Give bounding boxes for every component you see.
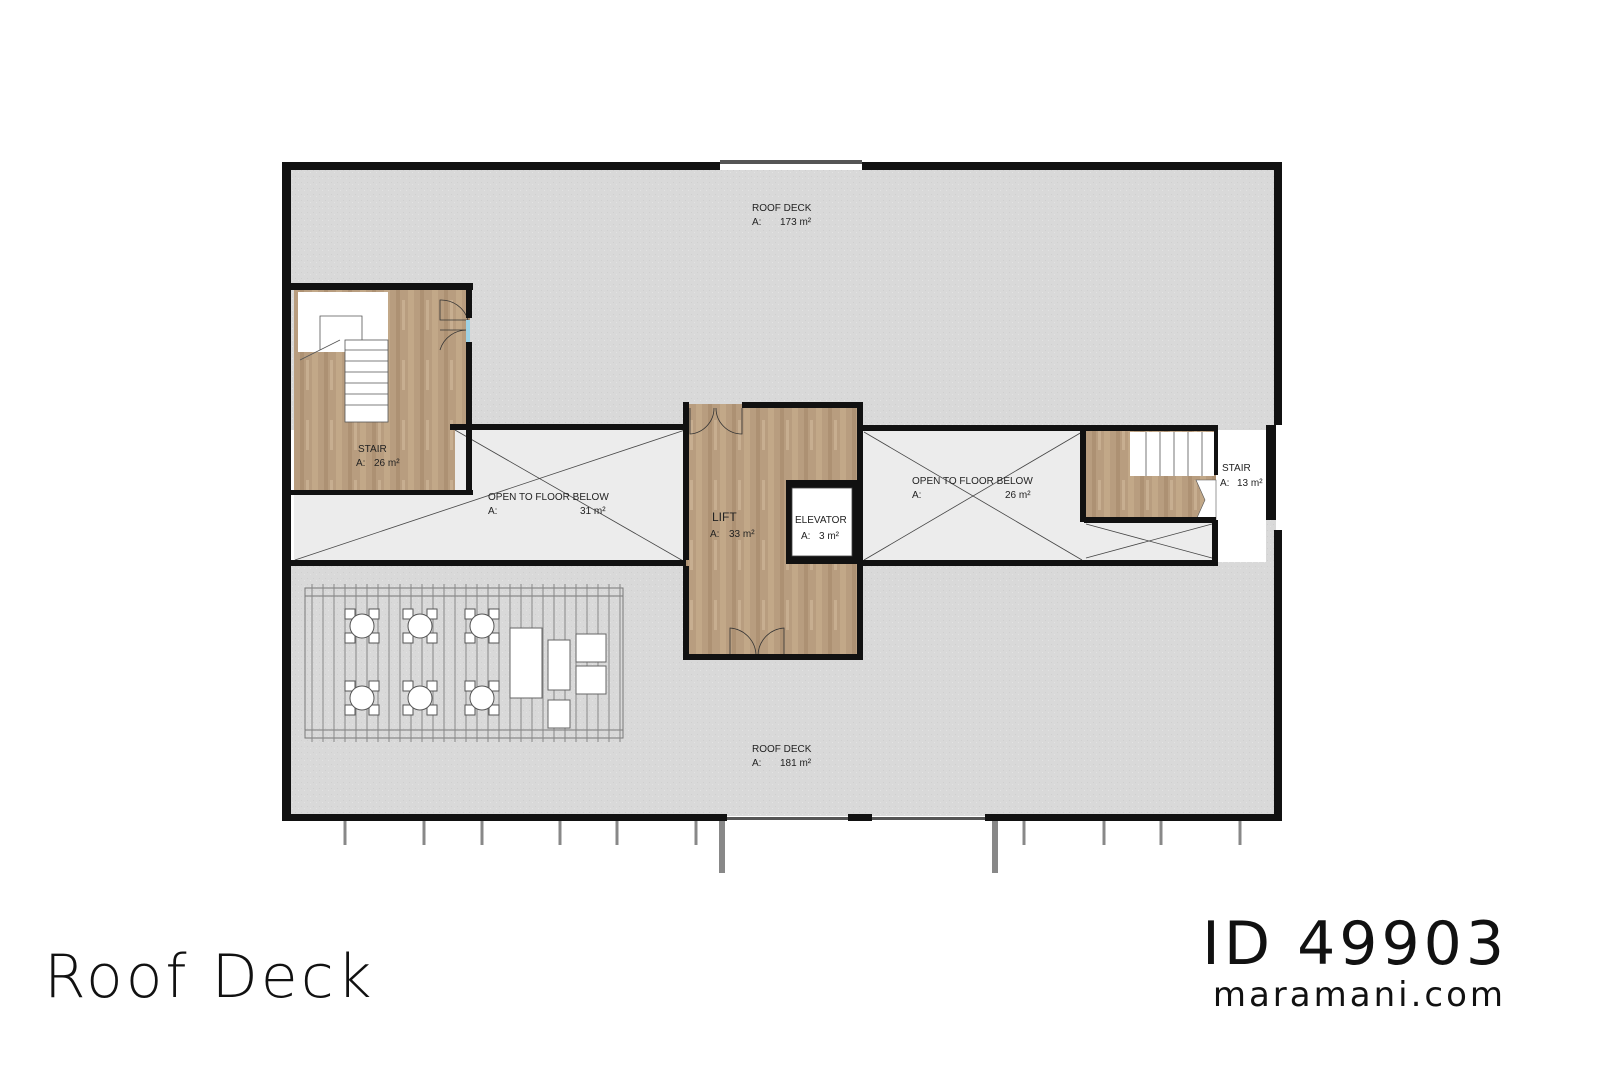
chair	[344, 680, 356, 692]
pergola	[304, 587, 624, 739]
chair	[488, 680, 500, 692]
post	[1238, 821, 1242, 845]
room-name: STAIR	[1222, 463, 1251, 474]
room-area: 3 m²	[819, 531, 840, 542]
post	[1159, 821, 1163, 845]
room-area-prefix: A:	[1220, 478, 1229, 489]
post	[992, 821, 998, 873]
room-area: 33 m²	[729, 529, 755, 540]
dining-table	[464, 608, 500, 644]
chair	[368, 680, 380, 692]
chair	[464, 632, 476, 644]
room-area: 13 m²	[1237, 478, 1263, 489]
room-area-prefix: A:	[752, 758, 761, 769]
table-top	[469, 685, 495, 711]
room-area: 31 m²	[580, 506, 606, 517]
room-area-prefix: A:	[801, 531, 810, 542]
chair	[464, 608, 476, 620]
room-name: OPEN TO FLOOR BELOW	[488, 492, 609, 503]
post	[343, 821, 347, 845]
dining-table	[402, 608, 438, 644]
room-area-prefix: A:	[752, 217, 761, 228]
post	[694, 821, 698, 845]
chair	[368, 608, 380, 620]
room-area: 181 m²	[780, 758, 812, 769]
post	[480, 821, 484, 845]
table-top	[349, 613, 375, 639]
dining-table	[344, 608, 380, 644]
chair	[426, 704, 438, 716]
table-top	[349, 685, 375, 711]
post	[422, 821, 426, 845]
room-area: 173 m²	[780, 217, 812, 228]
chair	[488, 608, 500, 620]
plan-id: ID 49903	[1202, 909, 1508, 979]
room-area-prefix: A:	[710, 529, 719, 540]
chair	[368, 704, 380, 716]
website-label: maramani.com	[1212, 975, 1506, 1015]
chair	[464, 680, 476, 692]
chair	[488, 632, 500, 644]
room-name: STAIR	[358, 444, 387, 455]
chair	[368, 632, 380, 644]
room-area: 26 m²	[374, 458, 400, 469]
chair	[426, 632, 438, 644]
post	[1102, 821, 1106, 845]
room-name: ELEVATOR	[795, 515, 847, 526]
chair	[488, 704, 500, 716]
chair	[402, 680, 414, 692]
room-name: OPEN TO FLOOR BELOW	[912, 476, 1033, 487]
table-top	[407, 613, 433, 639]
room-area-prefix: A:	[356, 458, 365, 469]
post	[719, 821, 725, 873]
room-name: ROOF DECK	[752, 203, 812, 214]
exterior-posts	[343, 821, 1242, 873]
chair	[344, 632, 356, 644]
room-name: LIFT	[712, 510, 737, 524]
room-area: 26 m²	[1005, 490, 1031, 501]
chair	[402, 632, 414, 644]
plan-title: Roof Deck	[44, 942, 375, 1012]
chair	[344, 608, 356, 620]
room-labels: ROOF DECK A: 173 m² STAIR A: 26 m² OPEN …	[356, 203, 1263, 769]
post	[615, 821, 619, 845]
chair	[402, 704, 414, 716]
table-top	[469, 613, 495, 639]
dining-table	[344, 680, 380, 716]
stair-treads-left	[299, 315, 388, 406]
walls	[282, 160, 1282, 821]
post	[1022, 821, 1026, 845]
room-area-prefix: A:	[488, 506, 497, 517]
chair	[344, 704, 356, 716]
room-area-prefix: A:	[912, 490, 921, 501]
chair	[402, 608, 414, 620]
chair	[464, 704, 476, 716]
chair	[426, 680, 438, 692]
dining-table	[402, 680, 438, 716]
chair	[426, 608, 438, 620]
lounge-sofa	[509, 627, 607, 729]
dining-table	[464, 680, 500, 716]
dining-tables	[344, 608, 500, 716]
room-name: ROOF DECK	[752, 744, 812, 755]
post	[558, 821, 562, 845]
table-top	[407, 685, 433, 711]
